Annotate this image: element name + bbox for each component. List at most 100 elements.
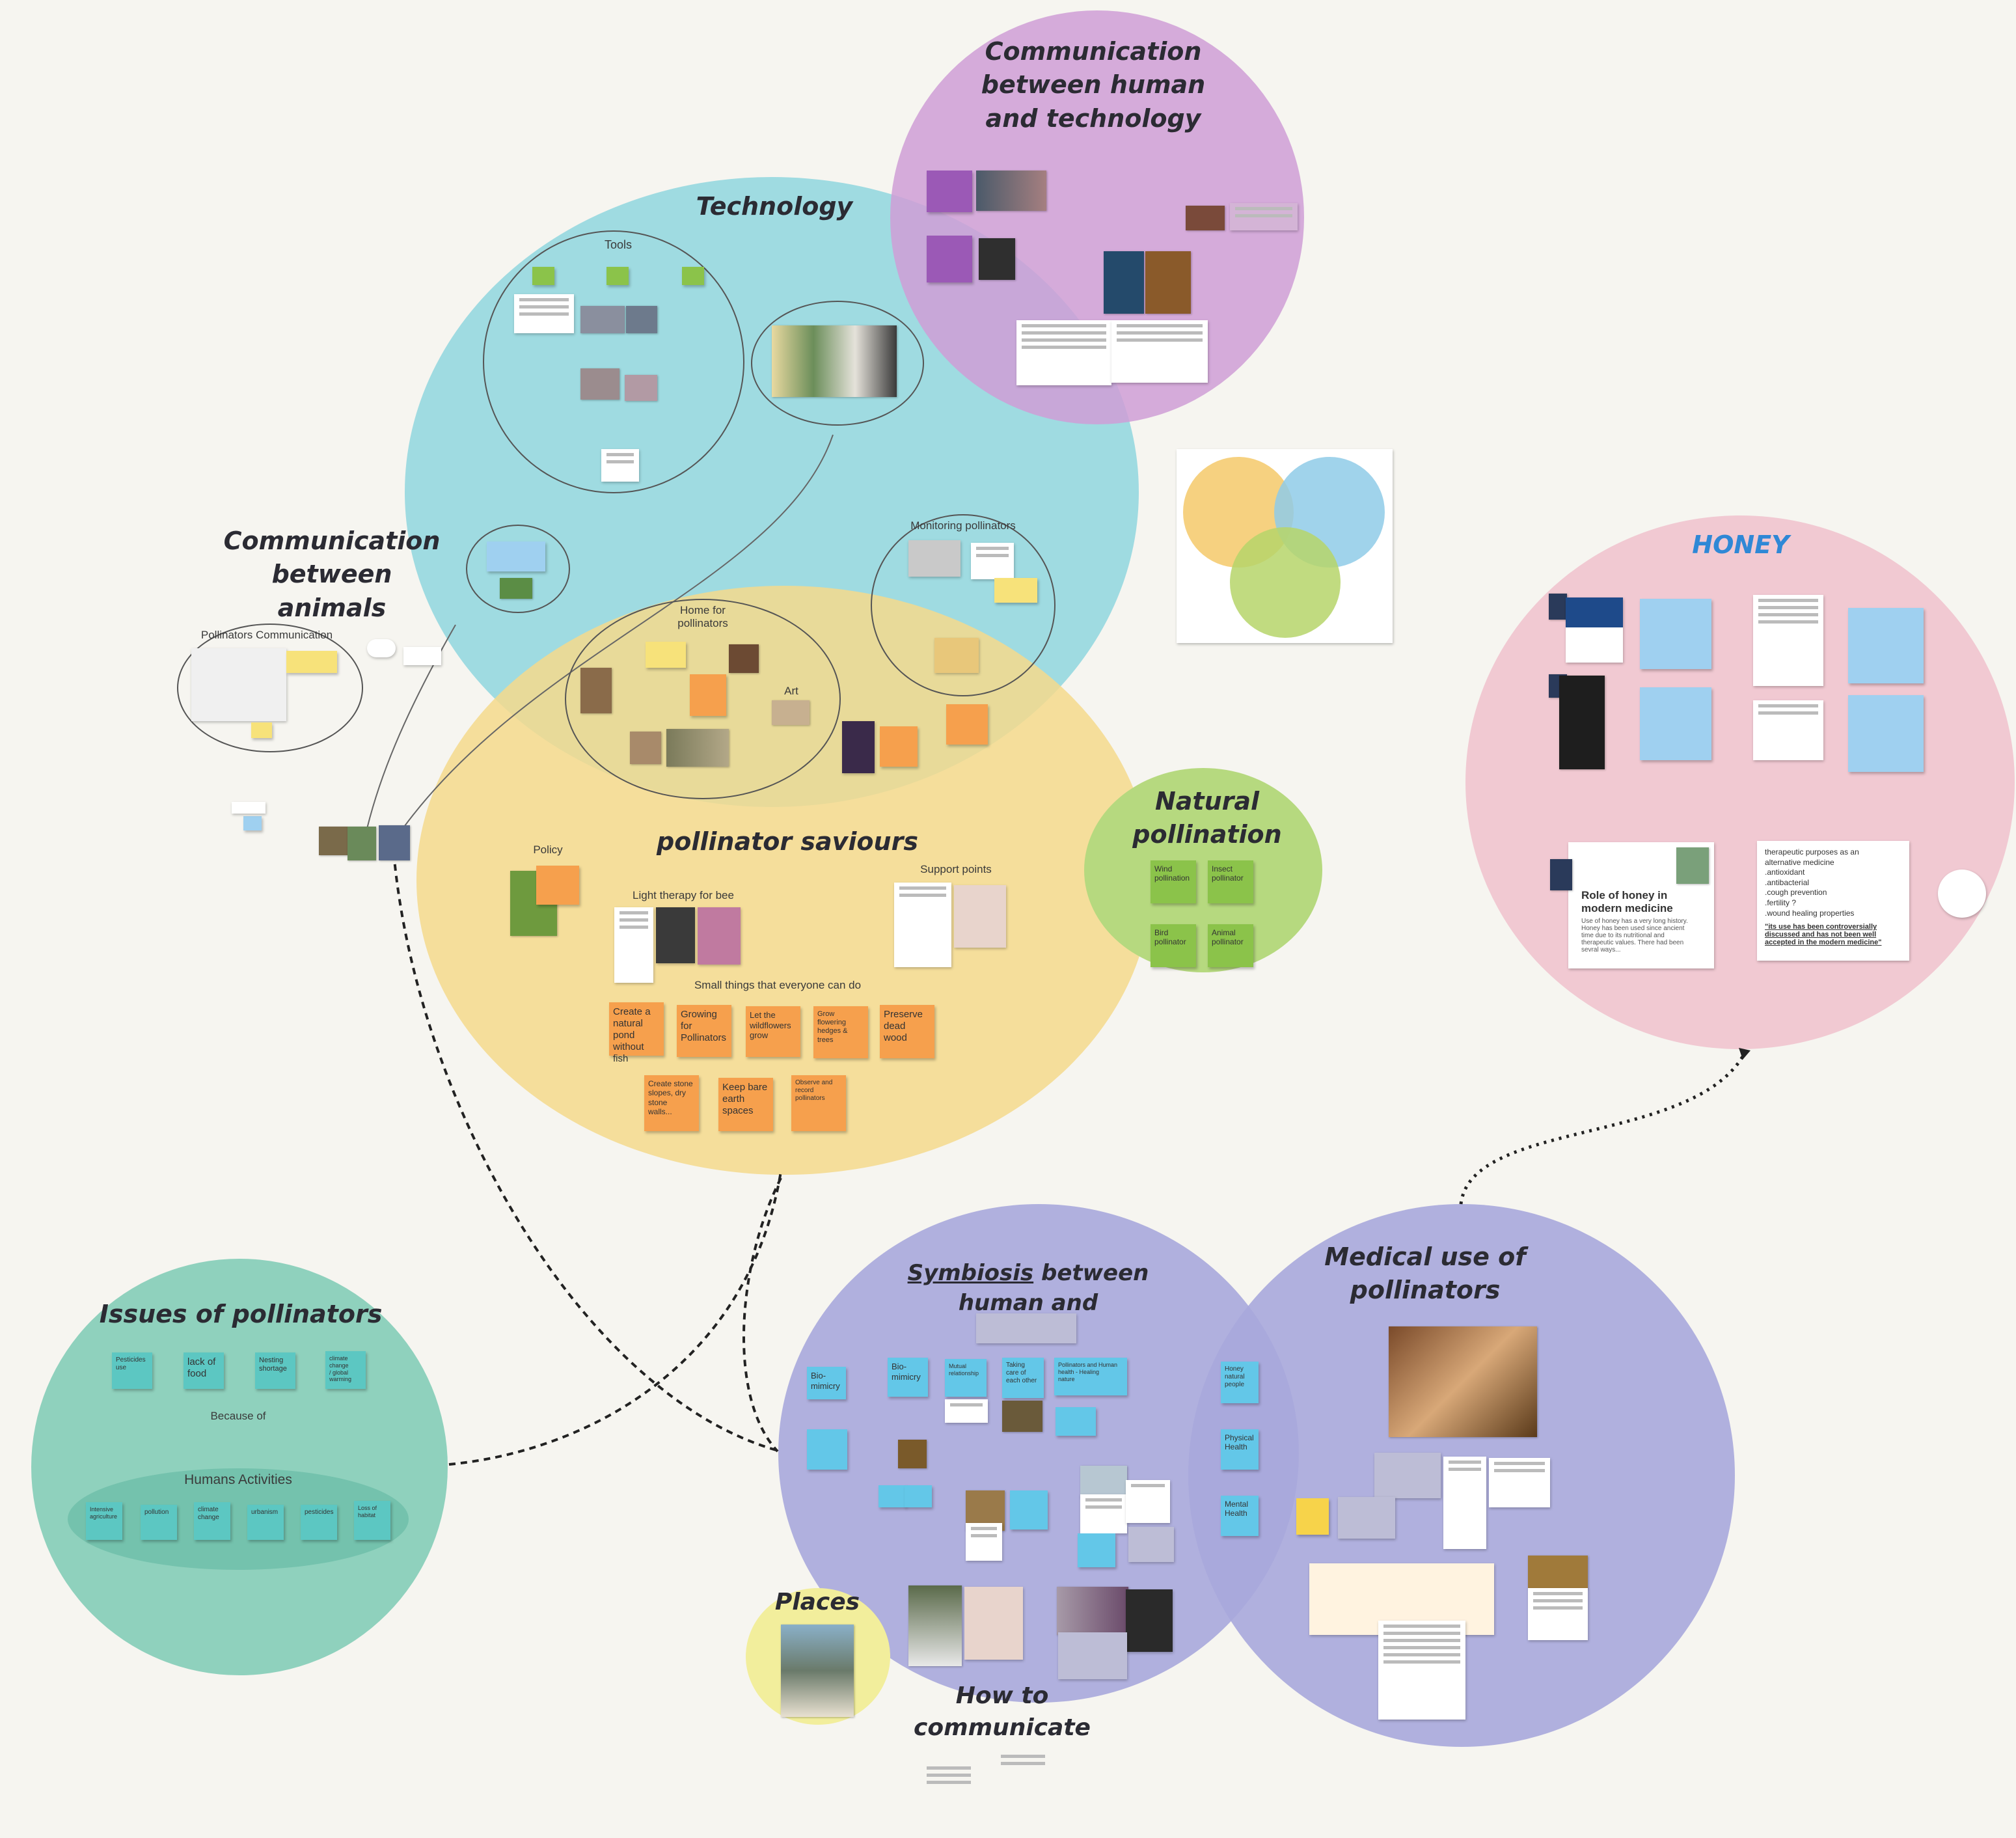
light-card-2[interactable] bbox=[656, 907, 695, 963]
humans-sticky-pesticides[interactable]: pesticides bbox=[301, 1505, 337, 1540]
tools-photo-1[interactable] bbox=[580, 306, 625, 333]
natural-sticky-insect[interactable]: Insect pollinator bbox=[1208, 860, 1253, 903]
home-photo-1[interactable] bbox=[580, 668, 612, 713]
comm-node-2[interactable] bbox=[403, 647, 441, 665]
saviours-sticky-bare-earth[interactable]: Keep bare earth spaces bbox=[718, 1078, 773, 1131]
honey-blue-2[interactable] bbox=[1640, 687, 1711, 760]
tools-sticky-2[interactable] bbox=[606, 267, 629, 285]
honey-doc-1[interactable] bbox=[1753, 595, 1823, 686]
medical-text-2[interactable] bbox=[1338, 1497, 1395, 1539]
honey-photo-dark[interactable] bbox=[1559, 676, 1605, 769]
symbiosis-sticky-10[interactable] bbox=[1010, 1490, 1048, 1529]
medical-card-3[interactable] bbox=[1528, 1588, 1588, 1640]
comm-tech-book-1[interactable] bbox=[1104, 251, 1144, 314]
monitoring-card-2[interactable] bbox=[971, 543, 1014, 579]
light-card-3[interactable] bbox=[698, 907, 741, 965]
honey-avatar-1[interactable] bbox=[1549, 594, 1567, 620]
issues-sticky-pesticides[interactable]: Pesticides use bbox=[112, 1352, 152, 1389]
comm-node-1[interactable] bbox=[367, 639, 396, 657]
support-card-2[interactable] bbox=[954, 885, 1006, 948]
symbiosis-card-5[interactable] bbox=[1128, 1527, 1174, 1562]
symbiosis-sticky-health[interactable]: Pollinators and Human health - Healing n… bbox=[1054, 1358, 1127, 1395]
mindmap-photo-3[interactable] bbox=[379, 825, 410, 860]
saviours-sticky-growing[interactable]: Growing for Pollinators bbox=[677, 1005, 731, 1057]
humans-sticky-habitat[interactable]: Loss of habitat bbox=[354, 1501, 390, 1540]
symbiosis-photo-6[interactable] bbox=[1057, 1587, 1128, 1635]
symbiosis-card-3[interactable] bbox=[1080, 1494, 1127, 1533]
how-caption[interactable] bbox=[996, 1751, 1050, 1772]
comm-tech-book-2[interactable] bbox=[1145, 251, 1191, 314]
honey-blue-1[interactable] bbox=[1640, 599, 1711, 669]
saviours-sticky-observe[interactable]: Observe and record pollinators bbox=[791, 1075, 846, 1131]
symbiosis-sticky-11[interactable] bbox=[1078, 1533, 1115, 1567]
saviours-sticky-wildflowers[interactable]: Let the wildflowers grow bbox=[746, 1006, 800, 1057]
medical-card-2[interactable] bbox=[1489, 1458, 1550, 1507]
places-photo[interactable] bbox=[781, 1625, 854, 1717]
symbiosis-card-1[interactable] bbox=[945, 1399, 988, 1423]
comm-tech-photo-3[interactable] bbox=[1186, 206, 1225, 230]
natural-sticky-wind[interactable]: Wind pollination bbox=[1151, 860, 1196, 903]
medical-sticky-honey[interactable]: Honey natural people bbox=[1221, 1362, 1259, 1403]
medical-text-1[interactable] bbox=[1374, 1453, 1441, 1498]
symbiosis-card-7[interactable] bbox=[1126, 1589, 1173, 1652]
symbiosis-sticky-bio-2[interactable]: Bio- mimicry bbox=[888, 1358, 928, 1397]
natural-sticky-bird[interactable]: Bird pollinator bbox=[1151, 924, 1196, 967]
tools-photo-2[interactable] bbox=[626, 306, 657, 333]
tools-photo-4[interactable] bbox=[625, 375, 657, 401]
support-card-1[interactable] bbox=[894, 883, 951, 967]
honey-blue-4[interactable] bbox=[1848, 695, 1924, 772]
policy-sticky[interactable] bbox=[536, 866, 579, 905]
symbiosis-sticky-9[interactable] bbox=[905, 1485, 932, 1507]
saviours-orange-card[interactable] bbox=[880, 726, 918, 767]
humans-sticky-urbanism[interactable]: urbanism bbox=[247, 1505, 284, 1540]
symbiosis-card-4[interactable] bbox=[1126, 1480, 1170, 1523]
humans-sticky-pollution[interactable]: pollution bbox=[141, 1505, 177, 1540]
saviours-sticky-hedges[interactable]: Grow flowering hedges & trees bbox=[813, 1006, 868, 1058]
comm-tech-diagram-2[interactable] bbox=[1111, 320, 1208, 383]
symbiosis-sticky-6[interactable] bbox=[807, 1429, 847, 1470]
symbiosis-photo-4[interactable] bbox=[1080, 1466, 1127, 1498]
honey-doc-2[interactable] bbox=[1753, 700, 1823, 760]
symbiosis-card-6[interactable] bbox=[964, 1587, 1023, 1660]
pollinators-comm-sticky[interactable] bbox=[286, 651, 337, 673]
pollinators-comm-diagram[interactable] bbox=[191, 648, 286, 721]
home-sticky-yellow[interactable] bbox=[646, 642, 686, 668]
mindmap-photo-2[interactable] bbox=[347, 827, 376, 860]
issues-sticky-climate[interactable]: climate change / global warming bbox=[325, 1351, 366, 1389]
medical-card-1[interactable] bbox=[1443, 1457, 1486, 1549]
art-photo[interactable] bbox=[772, 700, 810, 725]
humans-sticky-agriculture[interactable]: Intensive agriculture bbox=[86, 1502, 122, 1540]
how-text-block[interactable] bbox=[921, 1763, 976, 1794]
issues-sticky-nesting[interactable]: Nesting shortage bbox=[255, 1352, 295, 1389]
symbiosis-photo-2[interactable] bbox=[1002, 1401, 1042, 1432]
comm-tech-photo-2[interactable] bbox=[979, 238, 1015, 280]
honey-card-manuka[interactable] bbox=[1566, 597, 1623, 663]
medical-sticky-yellow[interactable] bbox=[1296, 1498, 1329, 1535]
medical-sticky-physical[interactable]: Physical Health bbox=[1221, 1429, 1259, 1470]
symbiosis-sticky-8[interactable] bbox=[879, 1485, 906, 1507]
honey-blue-3[interactable] bbox=[1848, 608, 1924, 683]
mindmap-card[interactable] bbox=[232, 802, 266, 814]
tools-sticky-1[interactable] bbox=[532, 267, 554, 285]
saviours-orange-card-2[interactable] bbox=[946, 704, 988, 745]
symbiosis-sticky-mutual[interactable]: Mutual relationship bbox=[945, 1359, 987, 1397]
venn-infographic[interactable] bbox=[1177, 449, 1393, 643]
comm-animals-sticky[interactable] bbox=[487, 542, 545, 571]
monitoring-sticky[interactable] bbox=[994, 578, 1037, 603]
saviours-dark-card[interactable] bbox=[842, 721, 875, 773]
tools-doc-card[interactable] bbox=[514, 294, 574, 333]
mindmap-sticky[interactable] bbox=[243, 816, 262, 830]
issues-sticky-food[interactable]: lack of food bbox=[184, 1352, 224, 1389]
light-card-1[interactable] bbox=[614, 907, 653, 983]
comm-tech-photo-1[interactable] bbox=[976, 171, 1046, 211]
symbiosis-photo-1[interactable] bbox=[898, 1440, 927, 1468]
saviours-sticky-deadwood[interactable]: Preserve dead wood bbox=[880, 1005, 934, 1058]
symbiosis-text-block[interactable] bbox=[976, 1313, 1076, 1343]
honey-role-card[interactable] bbox=[1568, 842, 1714, 968]
natural-sticky-animal[interactable]: Animal pollinator bbox=[1208, 924, 1253, 967]
tools-photo-3[interactable] bbox=[580, 368, 620, 400]
tools-doc-card-2[interactable] bbox=[601, 449, 639, 482]
symbiosis-photo-5[interactable] bbox=[908, 1585, 962, 1666]
home-photo-2[interactable] bbox=[729, 644, 759, 673]
saviours-sticky-pond[interactable]: Create a natural pond without fish bbox=[609, 1002, 664, 1064]
